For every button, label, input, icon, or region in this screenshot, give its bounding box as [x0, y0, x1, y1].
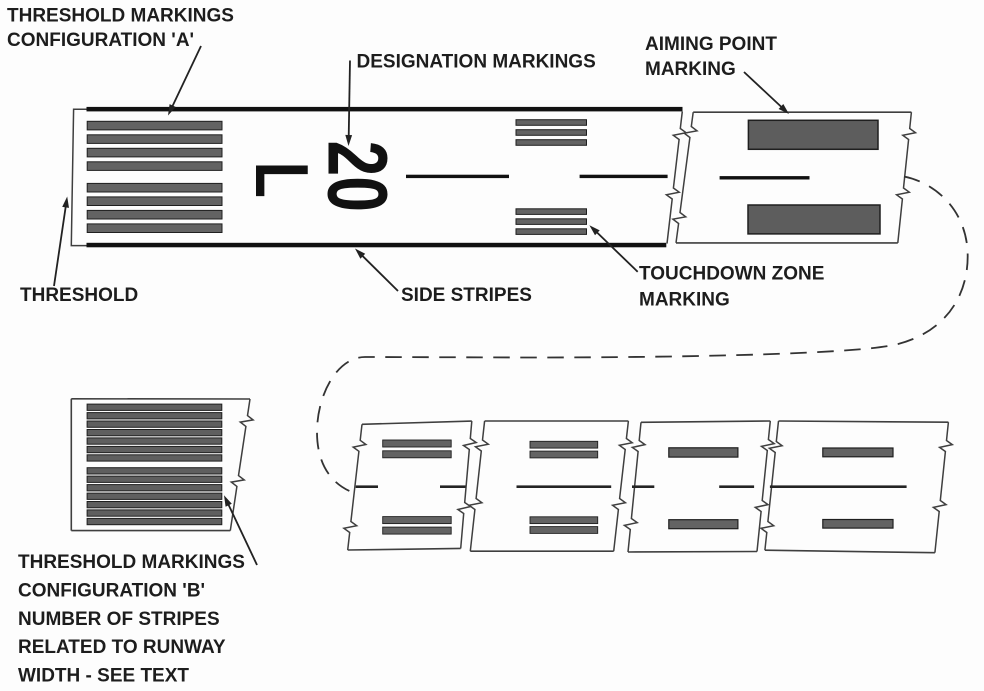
svg-text:DESIGNATION MARKINGS: DESIGNATION MARKINGS [357, 51, 596, 72]
svg-text:MARKING: MARKING [645, 59, 736, 80]
svg-text:WIDTH - SEE TEXT: WIDTH - SEE TEXT [18, 666, 189, 687]
svg-text:MARKING: MARKING [639, 290, 730, 311]
svg-text:20: 20 [311, 141, 405, 213]
svg-text:L: L [240, 162, 324, 199]
svg-text:THRESHOLD MARKINGS: THRESHOLD MARKINGS [7, 6, 234, 27]
svg-text:AIMING POINT: AIMING POINT [645, 34, 777, 55]
svg-text:TOUCHDOWN ZONE: TOUCHDOWN ZONE [639, 264, 824, 285]
svg-text:THRESHOLD: THRESHOLD [20, 285, 138, 306]
svg-text:NUMBER OF STRIPES: NUMBER OF STRIPES [18, 609, 220, 630]
svg-text:RELATED TO RUNWAY: RELATED TO RUNWAY [18, 637, 226, 658]
svg-text:CONFIGURATION 'A': CONFIGURATION 'A' [7, 30, 194, 51]
svg-text:CONFIGURATION 'B': CONFIGURATION 'B' [18, 581, 205, 602]
svg-text:THRESHOLD MARKINGS: THRESHOLD MARKINGS [18, 552, 245, 573]
svg-text:SIDE STRIPES: SIDE STRIPES [401, 285, 532, 306]
